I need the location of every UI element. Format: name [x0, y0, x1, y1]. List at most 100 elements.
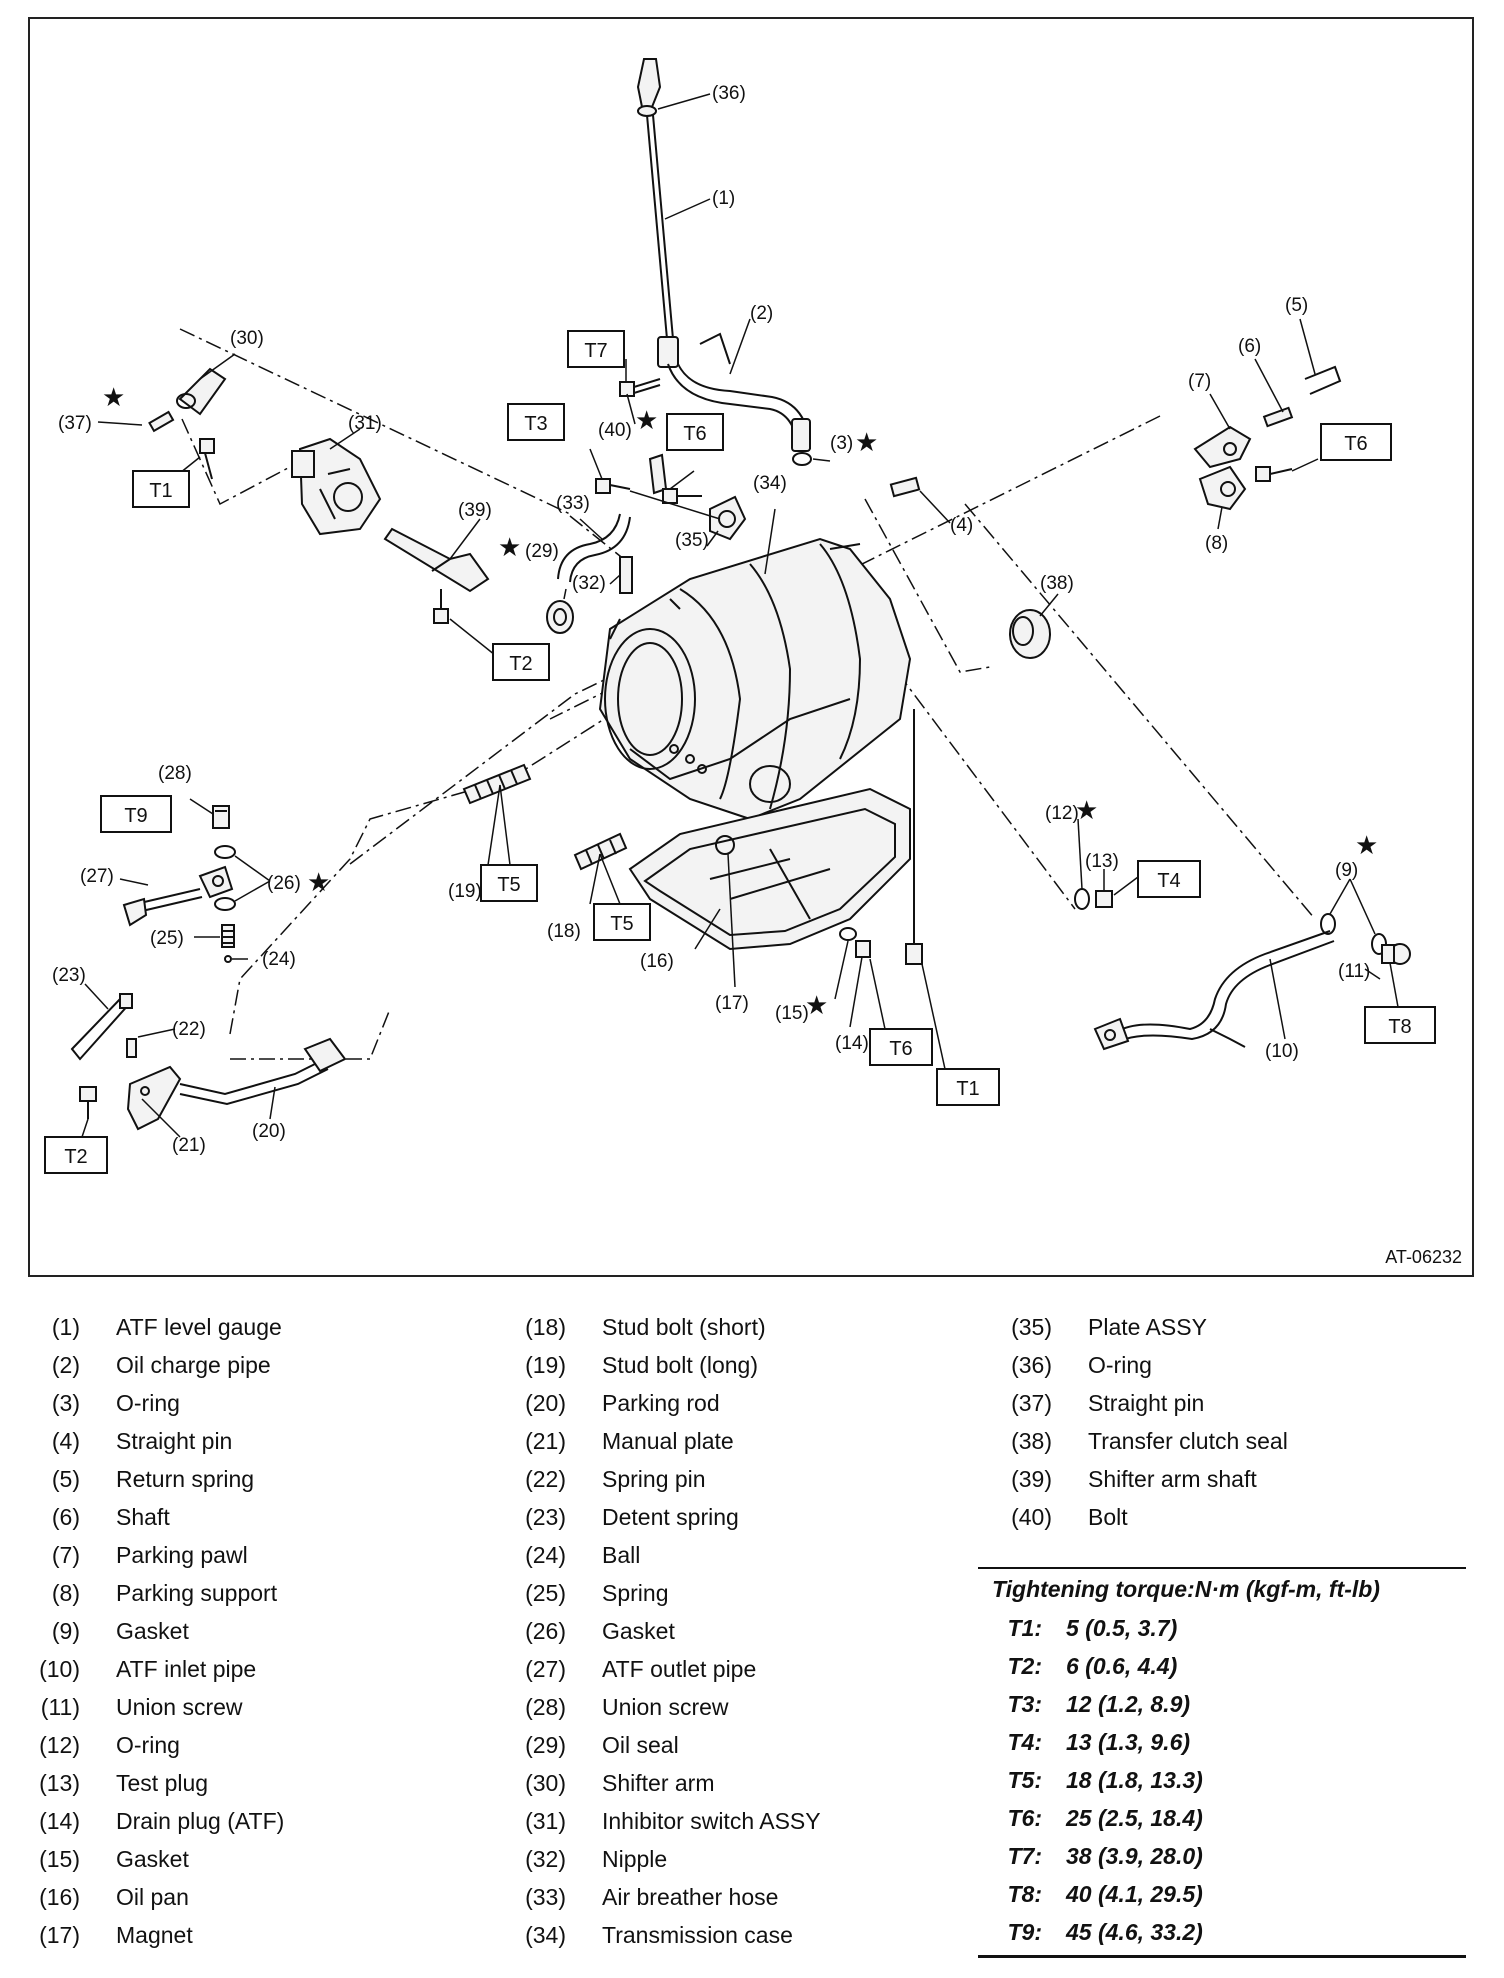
legend-item: (3)O-ring [18, 1384, 284, 1422]
bolt-t2-mid [433, 589, 449, 624]
legend-part-name: ATF outlet pipe [602, 1655, 757, 1682]
o-ring-3 [792, 452, 812, 466]
callout-15: (15) [775, 1003, 809, 1024]
plate-assy [595, 453, 747, 541]
legend-part-name: Stud bolt (short) [602, 1313, 766, 1340]
exploded-view-diagram: T7 T3 T6 T1 T2 T6 T9 T5 T5 T4 T6 T1 [44, 58, 1462, 1267]
star-40: ★ [635, 406, 658, 436]
torque-value: 5 (0.5, 3.7) [1066, 1614, 1178, 1641]
transmission-case [598, 537, 912, 821]
legend-part-name: O-ring [116, 1731, 180, 1758]
callout-35: (35) [675, 530, 709, 551]
torque-code: T9: [1007, 1918, 1043, 1945]
legend-number: (3) [51, 1389, 80, 1416]
legend-number: (33) [525, 1883, 566, 1910]
callout-24: (24) [262, 949, 296, 970]
callout-29: (29) [525, 541, 559, 562]
bolt-t2-lower [79, 1086, 97, 1119]
legend-item: (14)Drain plug (ATF) [18, 1802, 284, 1840]
callout-36: (36) [712, 83, 746, 104]
legend-part-name: Transmission case [602, 1921, 793, 1948]
legend-part-name: Oil pan [116, 1883, 189, 1910]
svg-text:T1: T1 [956, 1078, 979, 1100]
legend-part-name: Ball [602, 1541, 641, 1568]
legend-number: (20) [525, 1389, 566, 1416]
atf-inlet-pipe [1093, 930, 1335, 1051]
legend-number: (8) [51, 1579, 80, 1606]
inhibitor-switch [291, 437, 382, 536]
legend-part-name: Detent spring [602, 1503, 739, 1530]
torque-tag-t7: T7 [567, 330, 625, 368]
legend-number: (26) [525, 1617, 566, 1644]
torque-tag-t1-lower: T1 [936, 1068, 1000, 1106]
callout-5: (5) [1285, 295, 1308, 316]
legend-item: (27)ATF outlet pipe [504, 1650, 821, 1688]
legend-item: (2)Oil charge pipe [18, 1346, 284, 1384]
legend-part-name: ATF level gauge [116, 1313, 282, 1340]
legend-item: (4)Straight pin [18, 1422, 284, 1460]
callout-4: (4) [950, 515, 973, 536]
legend-part-name: Plate ASSY [1088, 1313, 1207, 1340]
torque-rows: T1:5 (0.5, 3.7)T2:6 (0.6, 4.4)T3:12 (1.2… [978, 1609, 1466, 1951]
callout-39: (39) [458, 500, 492, 521]
callout-27: (27) [80, 866, 114, 887]
o-ring-12 [1074, 888, 1090, 910]
svg-text:T7: T7 [584, 340, 607, 362]
legend-number: (31) [525, 1807, 566, 1834]
torque-tag-t3: T3 [507, 403, 565, 441]
legend-item: (17)Magnet [18, 1916, 284, 1954]
torque-value: 25 (2.5, 18.4) [1066, 1804, 1203, 1831]
legend-item: (20)Parking rod [504, 1384, 821, 1422]
legend-part-name: Spring pin [602, 1465, 706, 1492]
legend-part-name: Shaft [116, 1503, 170, 1530]
callout-6: (6) [1238, 336, 1261, 357]
legend-number: (6) [51, 1503, 80, 1530]
torque-code: T1: [1007, 1614, 1043, 1641]
legend-part-name: Stud bolt (long) [602, 1351, 758, 1378]
legend-part-name: Union screw [116, 1693, 243, 1720]
drain-plug [855, 940, 871, 958]
spring-pin [126, 1038, 137, 1058]
legend-part-name: Shifter arm shaft [1088, 1465, 1257, 1492]
torque-value: 38 (3.9, 28.0) [1066, 1842, 1203, 1869]
svg-text:T2: T2 [509, 653, 532, 675]
callout-8: (8) [1205, 533, 1228, 554]
legend-part-name: O-ring [1088, 1351, 1152, 1378]
legend-number: (10) [39, 1655, 80, 1682]
star-37: ★ [102, 383, 125, 413]
callout-38: (38) [1040, 573, 1074, 594]
legend-number: (18) [525, 1313, 566, 1340]
legend-part-name: Magnet [116, 1921, 193, 1948]
callout-28: (28) [158, 763, 192, 784]
torque-value: 12 (1.2, 8.9) [1066, 1690, 1191, 1717]
legend-part-name: Gasket [602, 1617, 675, 1644]
torque-table: Tightening torque:N·m (kgf-m, ft-lb) T1:… [978, 1567, 1466, 1958]
torque-title: Tightening torque:N·m (kgf-m, ft-lb) [992, 1575, 1380, 1602]
legend-number: (34) [525, 1921, 566, 1948]
legend-item: (7)Parking pawl [18, 1536, 284, 1574]
svg-text:T5: T5 [610, 913, 633, 935]
legend-item: (31)Inhibitor switch ASSY [504, 1802, 821, 1840]
legend-item: (35)Plate ASSY [990, 1308, 1288, 1346]
legend-item: (18) Stud bolt (short) [504, 1308, 821, 1346]
legend-item: (39)Shifter arm shaft [990, 1460, 1288, 1498]
legend-part-name: Transfer clutch seal [1088, 1427, 1288, 1454]
shifter-arm-shaft [383, 527, 490, 593]
callout-26: (26) [267, 873, 301, 894]
legend-item: (15)Gasket [18, 1840, 284, 1878]
legend-part-name: Oil seal [602, 1731, 679, 1758]
gasket-15 [839, 927, 857, 941]
torque-tag-t6-lower: T6 [869, 1028, 933, 1066]
legend-number: (37) [1011, 1389, 1052, 1416]
legend-number: (15) [39, 1845, 80, 1872]
replacement-stars: ★ ★ ★ ★ ★ ★ ★ ★ [102, 383, 1378, 1021]
star-29: ★ [498, 533, 521, 563]
torque-code: T7: [1007, 1842, 1043, 1869]
torque-tag-t2-lower: T2 [44, 1136, 108, 1174]
manual-plate [126, 1065, 182, 1131]
torque-row: T1: 5 (0.5, 3.7) [978, 1609, 1466, 1647]
torque-row: T6:25 (2.5, 18.4) [978, 1799, 1466, 1837]
legend-item: (11)Union screw [18, 1688, 284, 1726]
callout-32: (32) [572, 573, 606, 594]
callout-21: (21) [172, 1135, 206, 1156]
